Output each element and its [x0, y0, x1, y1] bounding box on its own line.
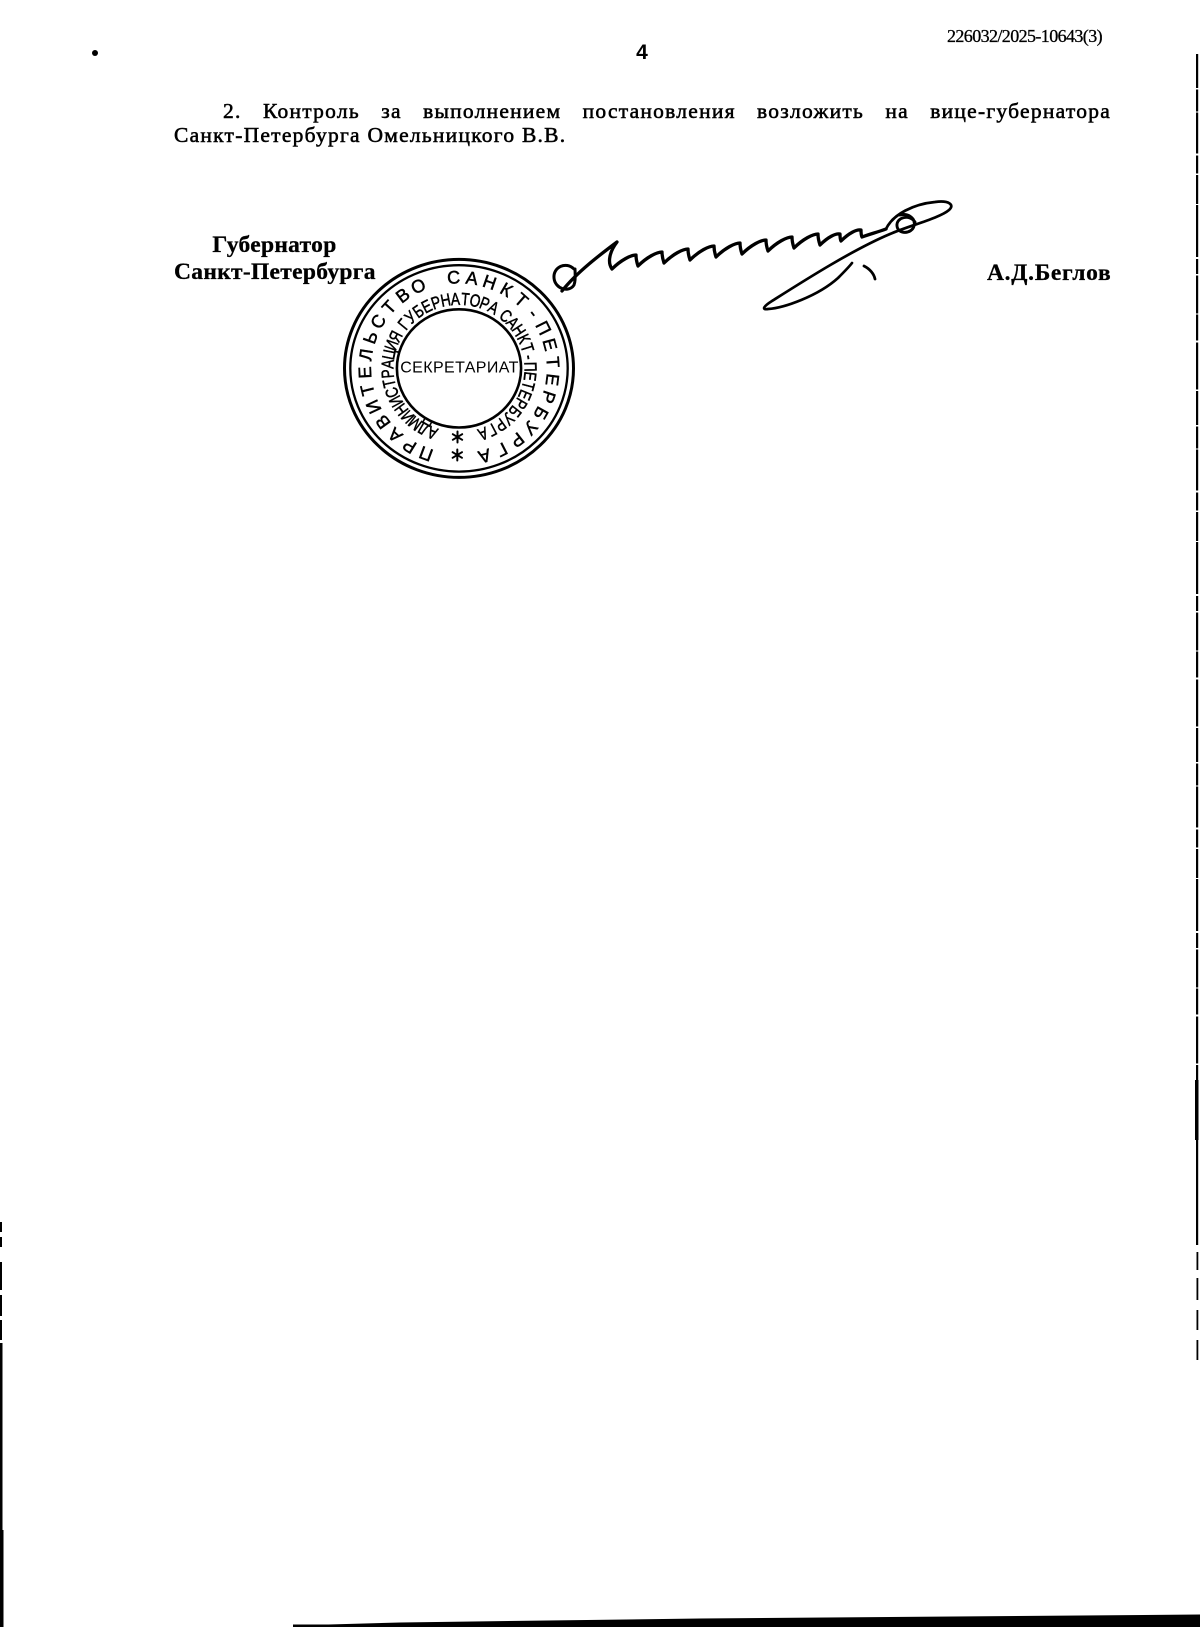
svg-text:Р: Р [537, 388, 560, 406]
svg-text:Р: Р [399, 434, 420, 457]
svg-text:-: - [519, 354, 538, 362]
svg-text:А: А [379, 359, 399, 370]
svg-text:О: О [468, 291, 483, 312]
svg-text:Г: Г [493, 438, 511, 460]
svg-text:И: И [362, 397, 386, 417]
svg-text:К: К [497, 279, 517, 302]
svg-text:В: В [371, 411, 394, 432]
svg-text:-: - [524, 305, 544, 322]
svg-text:С: С [366, 311, 390, 332]
svg-text:Е: Е [538, 336, 560, 353]
svg-text:Т: Т [510, 289, 531, 311]
svg-text:Т: Т [460, 290, 470, 310]
svg-text:Т: Т [357, 382, 379, 397]
svg-text:Н: Н [480, 271, 499, 294]
svg-text:Р: Р [506, 428, 528, 451]
svg-text:СЕКРЕТАРИАТ: СЕКРЕТАРИАТ [400, 360, 519, 377]
svg-text:А: А [465, 268, 480, 289]
svg-text:Е: Е [355, 366, 376, 379]
svg-text:Ь: Ь [359, 329, 382, 347]
svg-text:Ц: Ц [380, 348, 401, 362]
svg-text:С: С [447, 267, 461, 288]
svg-text:Т: Т [542, 356, 563, 368]
svg-text:А: А [450, 290, 461, 309]
svg-text:О: О [408, 274, 429, 298]
svg-text:Л: Л [355, 347, 377, 362]
svg-text:Н: Н [439, 291, 452, 311]
svg-text:Е: Е [519, 371, 539, 382]
svg-text:П: П [417, 442, 436, 465]
svg-text:Б: Б [529, 403, 552, 423]
svg-text:П: П [531, 318, 555, 338]
svg-text:А: А [476, 445, 493, 468]
svg-text:П: П [520, 362, 539, 372]
svg-text:Е: Е [542, 373, 563, 387]
svg-text:Р: Р [379, 368, 399, 379]
svg-text:Т: Т [378, 297, 400, 319]
